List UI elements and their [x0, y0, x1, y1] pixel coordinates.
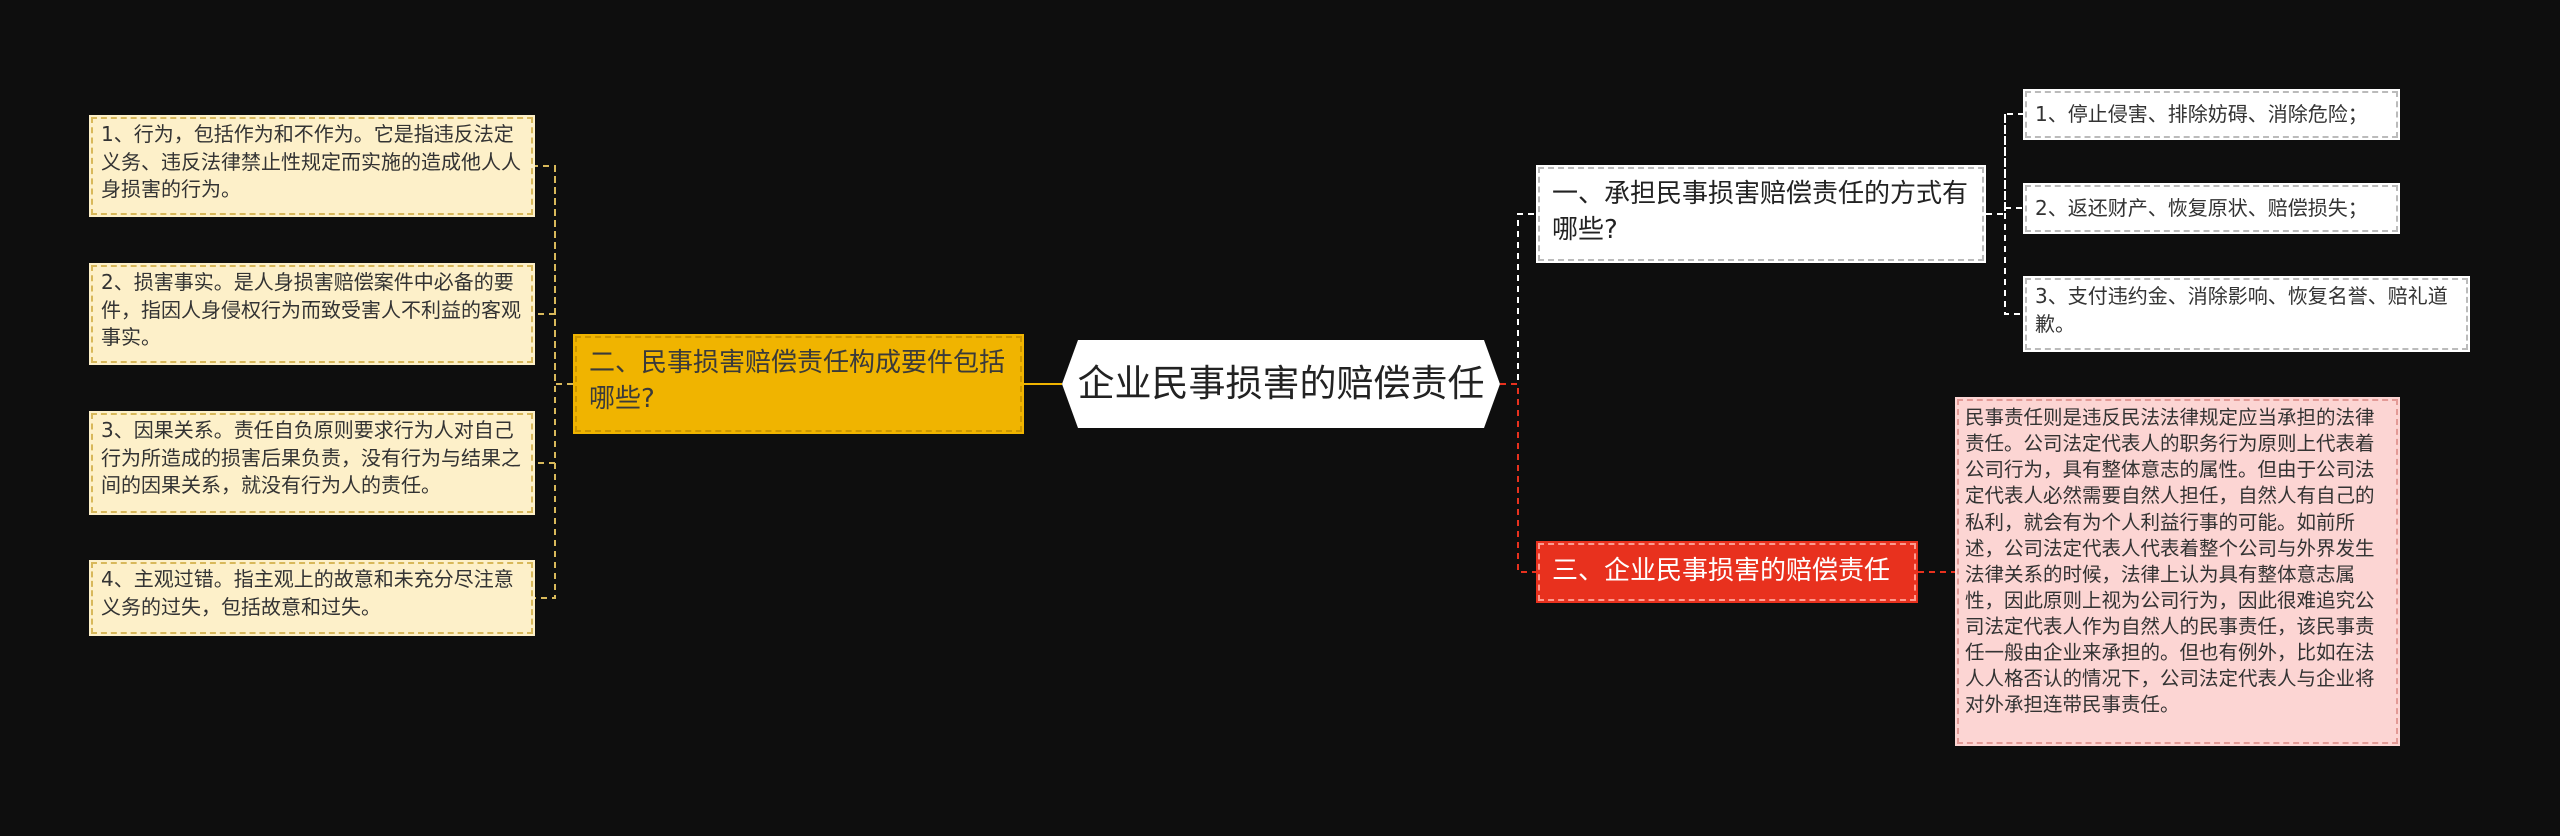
leaf-text: 3、因果关系。责任自负原则要求行为人对自己行为所造成的损害后果负责，没有行为与结… — [101, 418, 521, 498]
branch-two-label: 二、民事损害赔偿责任构成要件包括哪些? — [589, 348, 1006, 414]
leaf-text: 民事责任则是违反民法法律规定应当承担的法律责任。公司法定代表人的职务行为原则上代… — [1965, 406, 2375, 717]
link-branch-one-leaves — [1986, 113, 2023, 315]
branch-one-label: 一、承担民事损害赔偿责任的方式有哪些? — [1552, 179, 1969, 245]
branch-one-leaf-3[interactable]: 3、支付违约金、消除影响、恢复名誉、赔礼道歉。 — [2023, 276, 2470, 352]
central-topic-label: 企业民事损害的赔偿责任 — [1077, 362, 1485, 406]
leaf-text: 1、行为，包括作为和不作为。它是指违反法定义务、违反法律禁止性规定而实施的造成他… — [101, 122, 521, 202]
link-center-branch-three — [1500, 383, 1536, 573]
leaf-text: 3、支付违约金、消除影响、恢复名誉、赔礼道歉。 — [2035, 284, 2448, 336]
branch-one-leaf-2[interactable]: 2、返还财产、恢复原状、赔偿损失； — [2023, 183, 2400, 234]
link-center-branch-one — [1500, 213, 1536, 385]
leaf-text: 4、主观过错。指主观上的故意和未充分尽注意义务的过失，包括故意和过失。 — [101, 567, 514, 619]
branch-two-leaf-1[interactable]: 1、行为，包括作为和不作为。它是指违反法定义务、违反法律禁止性规定而实施的造成他… — [89, 115, 535, 217]
leaf-text: 2、损害事实。是人身损害赔偿案件中必备的要件，指因人身侵权行为而致受害人不利益的… — [101, 270, 521, 350]
link-branch-two-leaves — [535, 165, 573, 599]
branch-three-leaf-1[interactable]: 民事责任则是违反民法法律规定应当承担的法律责任。公司法定代表人的职务行为原则上代… — [1955, 397, 2400, 746]
branch-three-node[interactable]: 三、企业民事损害的赔偿责任 — [1536, 541, 1918, 603]
leaf-text: 2、返还财产、恢复原状、赔偿损失； — [2035, 195, 2368, 220]
branch-one-leaf-1[interactable]: 1、停止侵害、排除妨碍、消除危险； — [2023, 89, 2400, 140]
branch-two-leaf-4[interactable]: 4、主观过错。指主观上的故意和未充分尽注意义务的过失，包括故意和过失。 — [89, 560, 535, 636]
branch-three-label: 三、企业民事损害的赔偿责任 — [1552, 556, 1891, 587]
central-topic[interactable]: 企业民事损害的赔偿责任 — [1062, 340, 1500, 428]
branch-two-node[interactable]: 二、民事损害赔偿责任构成要件包括哪些? — [573, 334, 1024, 434]
leaf-text: 1、停止侵害、排除妨碍、消除危险； — [2035, 101, 2368, 126]
branch-one-node[interactable]: 一、承担民事损害赔偿责任的方式有哪些? — [1536, 165, 1986, 263]
branch-two-leaf-3[interactable]: 3、因果关系。责任自负原则要求行为人对自己行为所造成的损害后果负责，没有行为与结… — [89, 411, 535, 515]
branch-two-leaf-2[interactable]: 2、损害事实。是人身损害赔偿案件中必备的要件，指因人身侵权行为而致受害人不利益的… — [89, 263, 535, 365]
